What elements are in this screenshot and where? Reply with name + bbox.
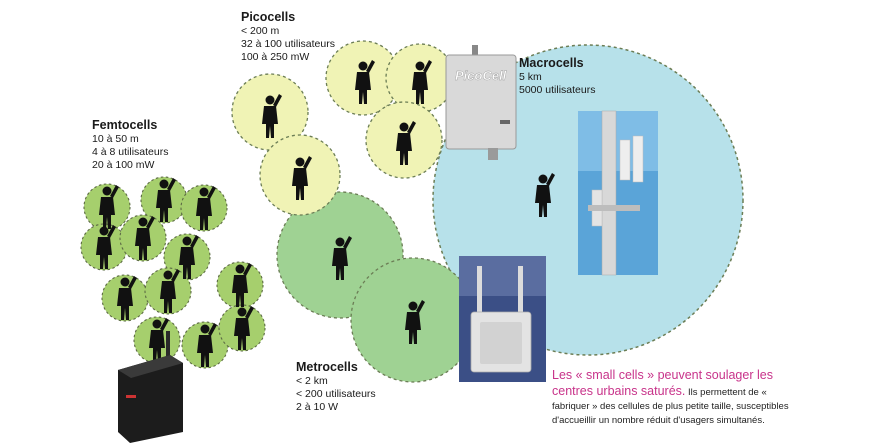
metrocell-box-icon [459, 256, 546, 382]
femtocells-line: 10 à 50 m [92, 133, 139, 145]
metrocells-label: Metrocells < 2 km < 200 utilisateurs 2 à… [296, 360, 376, 414]
caption: Les « small cells » peuvent soulager les… [552, 368, 792, 428]
caption-body: Ils permettent de « fabriquer » des cell… [552, 387, 789, 426]
femtocells-line: 20 à 100 mW [92, 159, 155, 171]
macrocells-line: 5 km [519, 71, 542, 83]
picocells-line: < 200 m [241, 25, 280, 37]
picocell-brand: PicoCell [455, 68, 507, 83]
caption-highlight: Les « small cells » peuvent soulager les… [552, 368, 773, 398]
picocells-title: Picocells [241, 10, 296, 24]
macrocells-title: Macrocells [519, 56, 584, 70]
picocells-line: 100 à 250 mW [241, 51, 310, 63]
femtocells-line: 4 à 8 utilisateurs [92, 146, 169, 158]
femtocells-title: Femtocells [92, 118, 158, 132]
picocell-box-icon: PicoCell [445, 45, 517, 160]
picocells-label: Picocells < 200 m 32 à 100 utilisateurs … [241, 10, 335, 64]
femtocell-box-icon [118, 331, 183, 443]
metrocells-line: 2 à 10 W [296, 401, 339, 413]
macrocells-label: Macrocells 5 km 5000 utilisateurs [519, 56, 595, 97]
femtocells-label: Femtocells 10 à 50 m 4 à 8 utilisateurs … [92, 118, 168, 172]
metrocells-title: Metrocells [296, 360, 358, 374]
metrocells-line: < 2 km [296, 375, 328, 387]
cell-tower-icon [578, 110, 658, 276]
macrocells-line: 5000 utilisateurs [519, 84, 596, 96]
picocells-line: 32 à 100 utilisateurs [241, 38, 335, 50]
metrocells-line: < 200 utilisateurs [296, 388, 376, 400]
